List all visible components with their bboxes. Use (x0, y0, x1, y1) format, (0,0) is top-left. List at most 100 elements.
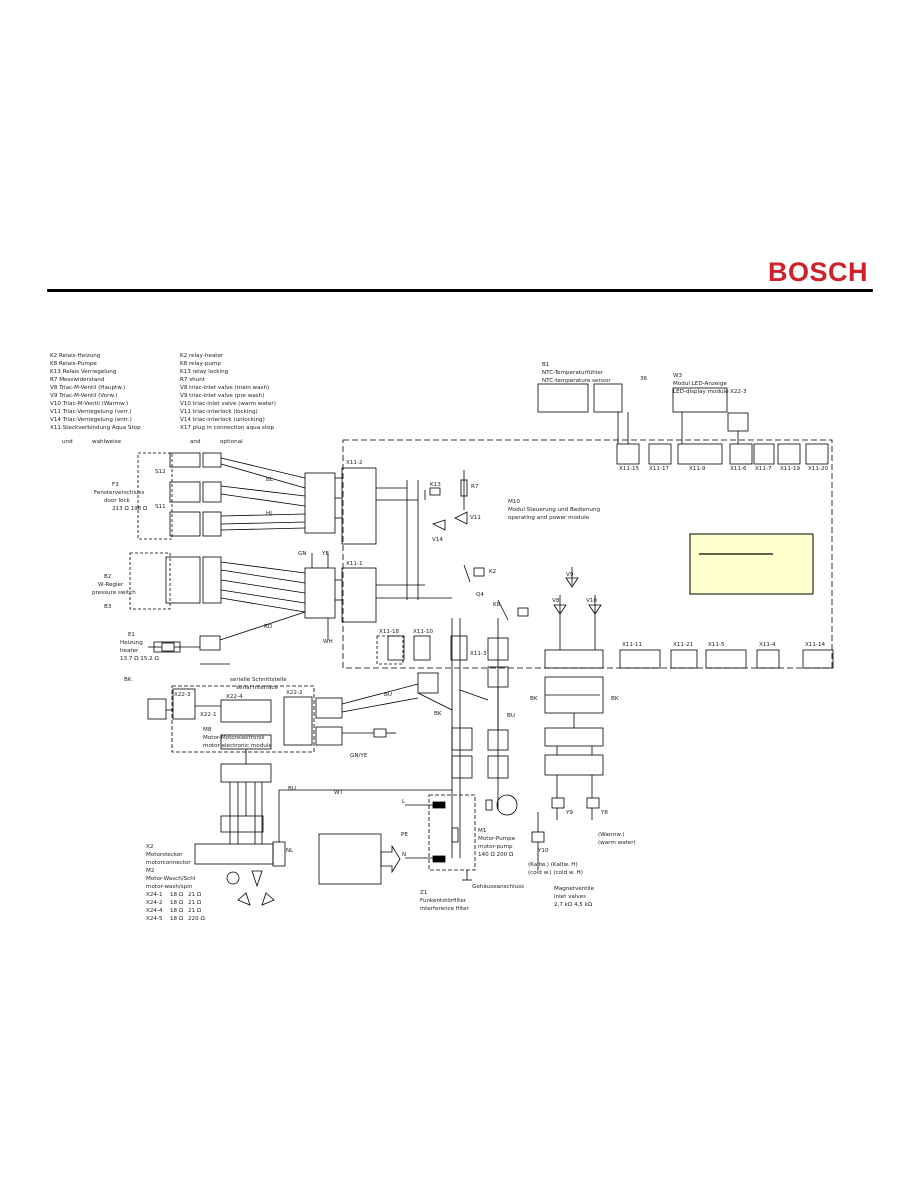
conn-x11-5: X11-5 (708, 642, 725, 648)
wire-bu-mid: BU (384, 692, 392, 698)
wire-wh: WH (323, 639, 333, 645)
heater-en: heater (120, 648, 139, 654)
legend-footer-left: und (62, 439, 73, 445)
interference-filter-box (428, 794, 476, 871)
led-module-en: LED-display module (673, 389, 729, 395)
conn-x11-15: X11-15 (619, 466, 640, 472)
sensor-id: B1 (542, 362, 550, 368)
sensor-de: NTC-Temperaturfühler (542, 370, 604, 376)
gehaeuse-label: Gehäuseanschluss (472, 884, 524, 890)
legend-footer-mid: wahlweise (92, 439, 122, 445)
svg-text:18 Ω: 18 Ω (170, 892, 184, 898)
conn-x11-17: X11-17 (649, 466, 670, 472)
wire-wt: WT (334, 790, 344, 796)
svg-text:X24-2: X24-2 (146, 900, 163, 906)
callout-box (318, 833, 382, 885)
serial-de: serielle Schnittstelle (230, 677, 287, 683)
legend-de-1: K8 Relais-Pumpe (50, 361, 97, 367)
right-connectors (544, 649, 834, 776)
legend-en-0: K2 relay-heater (180, 353, 224, 359)
door-spec: 213 Ω 198 Ω (112, 506, 148, 512)
pump-en: motor-pump (478, 844, 513, 850)
legend-de-0: K2 Relais-Heizung (50, 353, 101, 359)
part-q4: Q4 (476, 592, 484, 598)
legend-de-9: X11 Steckverbindung Aqua Stop (50, 425, 141, 431)
legend-de-2: K13 Relais Verriegelung (50, 369, 117, 375)
filter-de: Funkentstörfilter (420, 898, 467, 904)
wiring-runs (166, 457, 600, 844)
valves-cold-a: (Kaltw.) (Kaltw. H) (528, 862, 578, 868)
pump-spec: 140 Ω 200 Ω (478, 852, 514, 858)
conn-x11-2: X11-2 (346, 460, 363, 466)
svg-text:X24-4: X24-4 (146, 908, 163, 914)
part-v11: V11 (470, 515, 481, 521)
wire-gnye: GN/YE (350, 753, 368, 759)
legend-en-1: K8 relay-pump (180, 361, 221, 367)
conn-x22-4: X22-4 (226, 694, 243, 700)
conn-x11-7: X11-7 (755, 466, 772, 472)
part-v14: V14 (432, 537, 443, 543)
valves-cold-b: (cold w.) (cold w. H) (528, 870, 583, 876)
motor-module-en: motor electronic module (203, 743, 272, 749)
conn-x11-11: X11-11 (622, 642, 643, 648)
wire-bl: BL (266, 477, 274, 483)
serial-en: serial interface (236, 685, 278, 691)
legend-de-8: V14 Triac-Verriegelung (entr.) (50, 417, 132, 423)
wire-hj: HJ (266, 511, 272, 517)
motor-connector-en: motorconnector (146, 860, 191, 866)
conn-x11-1: X11-1 (346, 561, 363, 567)
legend-en-7: V11 triac-interlock (locking) (180, 409, 258, 415)
conn-x22-3: X22-3 (174, 692, 191, 698)
part-y10: Y10 (537, 848, 549, 854)
conn-x11-21: X11-21 (673, 642, 694, 648)
heater-spec: 13.7 Ω 15.2 Ω (120, 656, 160, 662)
svg-text:X24-1: X24-1 (146, 892, 163, 898)
header-rule (47, 289, 873, 292)
part-y8: Y8 (600, 810, 608, 816)
legend-en-9: X17 plug in connection aqua stop (180, 425, 274, 431)
legend-de-5: V9 Triac-M-Ventil (Vorw.) (50, 393, 117, 399)
wire-gn: GN (298, 551, 307, 557)
filter-id: Z1 (420, 890, 428, 896)
door-de: Fensterverschluss (94, 490, 144, 496)
part-r7: R7 (471, 484, 479, 490)
door-en: door lock (104, 498, 131, 504)
legend-de-3: R7 Messwiderstand (50, 377, 105, 383)
wire-bk-left: BK (124, 677, 132, 683)
left-connectors (147, 452, 286, 867)
legend-en-2: K13 relay locking (180, 369, 229, 375)
valves-label-de: Magnetventile (554, 886, 595, 892)
svg-text:21 Ω: 21 Ω (188, 892, 202, 898)
legend-en-4: V8 triac-inlet valve (main wash) (180, 385, 269, 391)
svg-text:21 Ω: 21 Ω (188, 900, 202, 906)
part-v8: V8 (552, 598, 560, 604)
part-k2: K2 (489, 569, 496, 575)
legend-de-7: V11 Triac-Verriegelung (verr.) (50, 409, 132, 415)
legend-de-6: V10 Triac-M-Ventil (Warmw.) (50, 401, 128, 407)
part-v9: V9 (566, 572, 574, 578)
svg-text:X24-5: X24-5 (146, 916, 163, 922)
svg-text:220 Ω: 220 Ω (188, 916, 205, 922)
module-de: Modul Steuerung und Bedienung (508, 507, 600, 513)
led-module-de: Modul LED-Anzeige (673, 381, 727, 387)
wire-bu-right: BU (507, 713, 515, 719)
svg-text:18 Ω: 18 Ω (170, 900, 184, 906)
module-en: operating and power module (508, 515, 590, 521)
legend-de-4: V8 Triac-M-Ventil (Hauptw.) (50, 385, 125, 391)
conn-x11-20: X11-20 (808, 466, 829, 472)
motor-module-de: Motor-Motorelektronik (203, 735, 265, 741)
conn-x11-18: X11-18 (379, 629, 400, 635)
pump-de: Motor-Pumpe (478, 836, 516, 842)
door-id: F3 (112, 482, 119, 488)
part-v10: V10 (586, 598, 597, 604)
motor-x2: X2 (146, 844, 153, 850)
terminal-pe: PE (401, 832, 408, 838)
pressure-de: W-Regler (98, 582, 124, 588)
valves-warm-de: (Warmw.) (598, 832, 624, 838)
switch-s12: S12 (155, 469, 166, 475)
valves-label-en: inlet valves (554, 894, 586, 900)
terminal-n: N (402, 852, 406, 858)
pressure-b3: B3 (104, 604, 112, 610)
part-y9: Y9 (565, 810, 573, 816)
